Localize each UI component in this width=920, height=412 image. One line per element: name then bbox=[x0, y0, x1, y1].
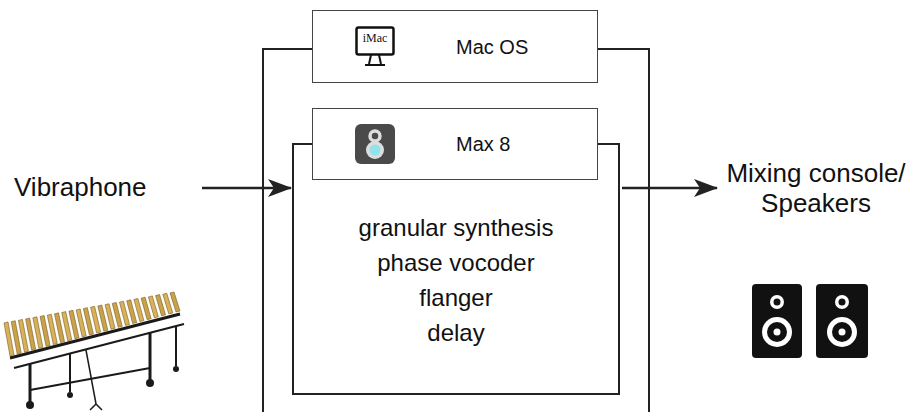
speaker-left bbox=[752, 284, 802, 358]
title-box: iMac Mac OS bbox=[312, 10, 598, 83]
process-name: granular synthesis bbox=[294, 210, 618, 245]
software-frame: Max 8granular synthesisphase vocoderflan… bbox=[292, 143, 620, 395]
title-box: Max 8 bbox=[312, 108, 598, 180]
process-name: delay bbox=[294, 315, 618, 350]
signal-arrow bbox=[202, 187, 291, 190]
process-name: phase vocoder bbox=[294, 245, 618, 280]
max-icon bbox=[355, 123, 395, 165]
input-node: Vibraphone bbox=[14, 172, 200, 204]
speakers-illustration bbox=[748, 280, 876, 364]
signal-arrow bbox=[622, 187, 717, 190]
vibraphone-illustration bbox=[0, 280, 192, 412]
box-heading: Max 8 bbox=[456, 132, 510, 156]
speaker-right bbox=[816, 284, 868, 358]
icon-holder: iMac bbox=[355, 26, 395, 68]
vibraphone-bars bbox=[4, 292, 180, 356]
icon-holder bbox=[355, 123, 395, 165]
process-name: flanger bbox=[294, 280, 618, 315]
endpoint-label: Vibraphone bbox=[14, 172, 200, 202]
vibraphone-bar bbox=[170, 292, 180, 312]
icon-label: iMac bbox=[355, 31, 395, 45]
endpoint-label: Mixing console/ Speakers bbox=[718, 158, 914, 218]
vibraphone-wheels bbox=[26, 366, 179, 409]
process-list: granular synthesisphase vocoderflangerde… bbox=[294, 210, 618, 350]
output-node: Mixing console/ Speakers bbox=[718, 158, 914, 218]
os-frame: iMacMac OS Max 8granular synthesisphase … bbox=[262, 48, 650, 412]
box-heading: Mac OS bbox=[456, 35, 528, 59]
